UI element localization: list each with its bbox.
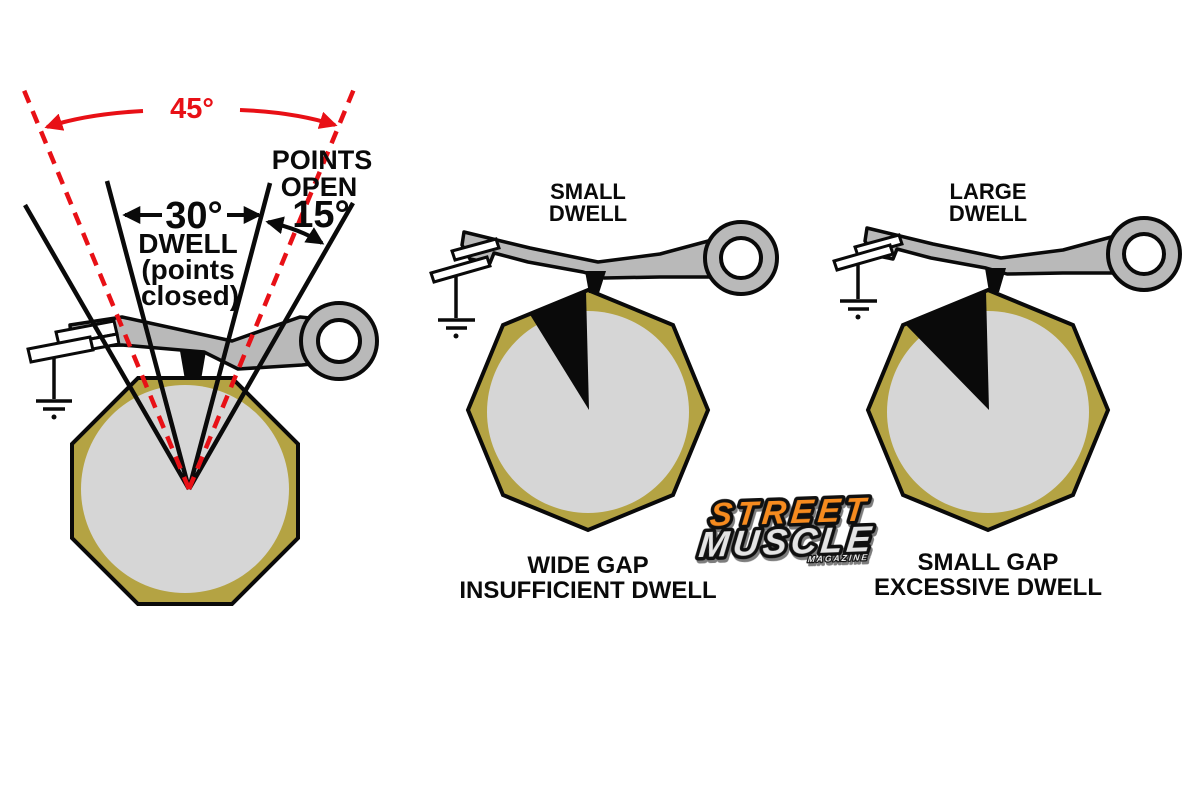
dwell-closed-label: closed): [141, 280, 239, 311]
small-dwell-fixed-contact: [429, 255, 492, 284]
small-dwell-pivot-hole: [719, 236, 763, 280]
dwell-angle-diagram: 45° 30° DWELL (points closed) POINTS OPE…: [18, 82, 379, 606]
small-dwell-wedge: [529, 291, 589, 410]
small-dwell-title-1: SMALL: [550, 179, 626, 204]
small-dwell-diagram: SMALL DWELL WIDE GAP INSUFFICIENT DWELL: [429, 179, 779, 604]
street-muscle-logo: STREET MUSCLE MAGAZINE: [693, 488, 880, 569]
points-open-15-arrow: [265, 216, 325, 245]
logo-word-magazine: MAGAZINE: [807, 552, 869, 564]
large-dwell-ground-dot: [855, 314, 861, 320]
arm-pivot-hole: [316, 318, 362, 364]
large-dwell-points-arm: [863, 226, 1155, 276]
large-dwell-cam-circle: [887, 311, 1089, 513]
large-dwell-wedge: [905, 291, 989, 410]
large-dwell-fixed-contact: [832, 243, 895, 272]
small-dwell-moving-contact: [450, 237, 501, 262]
small-dwell-caption-2: INSUFFICIENT DWELL: [459, 577, 716, 604]
rotation-angle-label: 45°: [170, 93, 214, 125]
dwell-angle-label: 30°: [165, 195, 222, 237]
large-dwell-pivot-hole: [1122, 232, 1166, 276]
points-open-angle-label: 15°: [292, 194, 349, 236]
fixed-contact-bracket: [26, 335, 95, 364]
dwell-points-label: (points: [141, 254, 234, 285]
logo-word-muscle: MUSCLE: [697, 518, 877, 565]
small-dwell-rubbing-block: [585, 271, 606, 293]
large-dwell-caption-1: SMALL GAP: [918, 549, 1059, 576]
cam-base-circle: [81, 385, 289, 593]
points-open-word-1: POINTS: [272, 145, 373, 175]
large-dwell-caption-2: EXCESSIVE DWELL: [874, 574, 1102, 601]
rubbing-block: [180, 351, 206, 380]
large-dwell-title-1: LARGE: [950, 179, 1027, 204]
rotation-line-left: [18, 82, 192, 490]
dwell-line-plus30: [187, 201, 355, 491]
dwell-line-minus15: [104, 180, 192, 490]
large-dwell-rubbing-block: [985, 268, 1006, 292]
large-dwell-diagram: LARGE DWELL SMALL GAP EXCESSIVE DWELL: [832, 179, 1182, 601]
rotation-line-right: [186, 83, 359, 490]
dwell-word-label: DWELL: [138, 228, 238, 259]
ground-dot: [51, 414, 57, 420]
small-dwell-caption-1: WIDE GAP: [527, 552, 648, 579]
dwell-line-minus30: [23, 203, 191, 491]
small-dwell-ground-dot: [453, 333, 459, 339]
arc-45-left-arrow: [44, 109, 144, 131]
points-open-word-2: OPEN: [281, 172, 358, 202]
large-dwell-title-2: DWELL: [949, 201, 1027, 226]
small-dwell-title-2: DWELL: [549, 201, 627, 226]
dwell-line-plus15: [186, 182, 273, 490]
small-dwell-cam-circle: [487, 311, 689, 513]
arc-45-right-arrow: [239, 108, 338, 129]
